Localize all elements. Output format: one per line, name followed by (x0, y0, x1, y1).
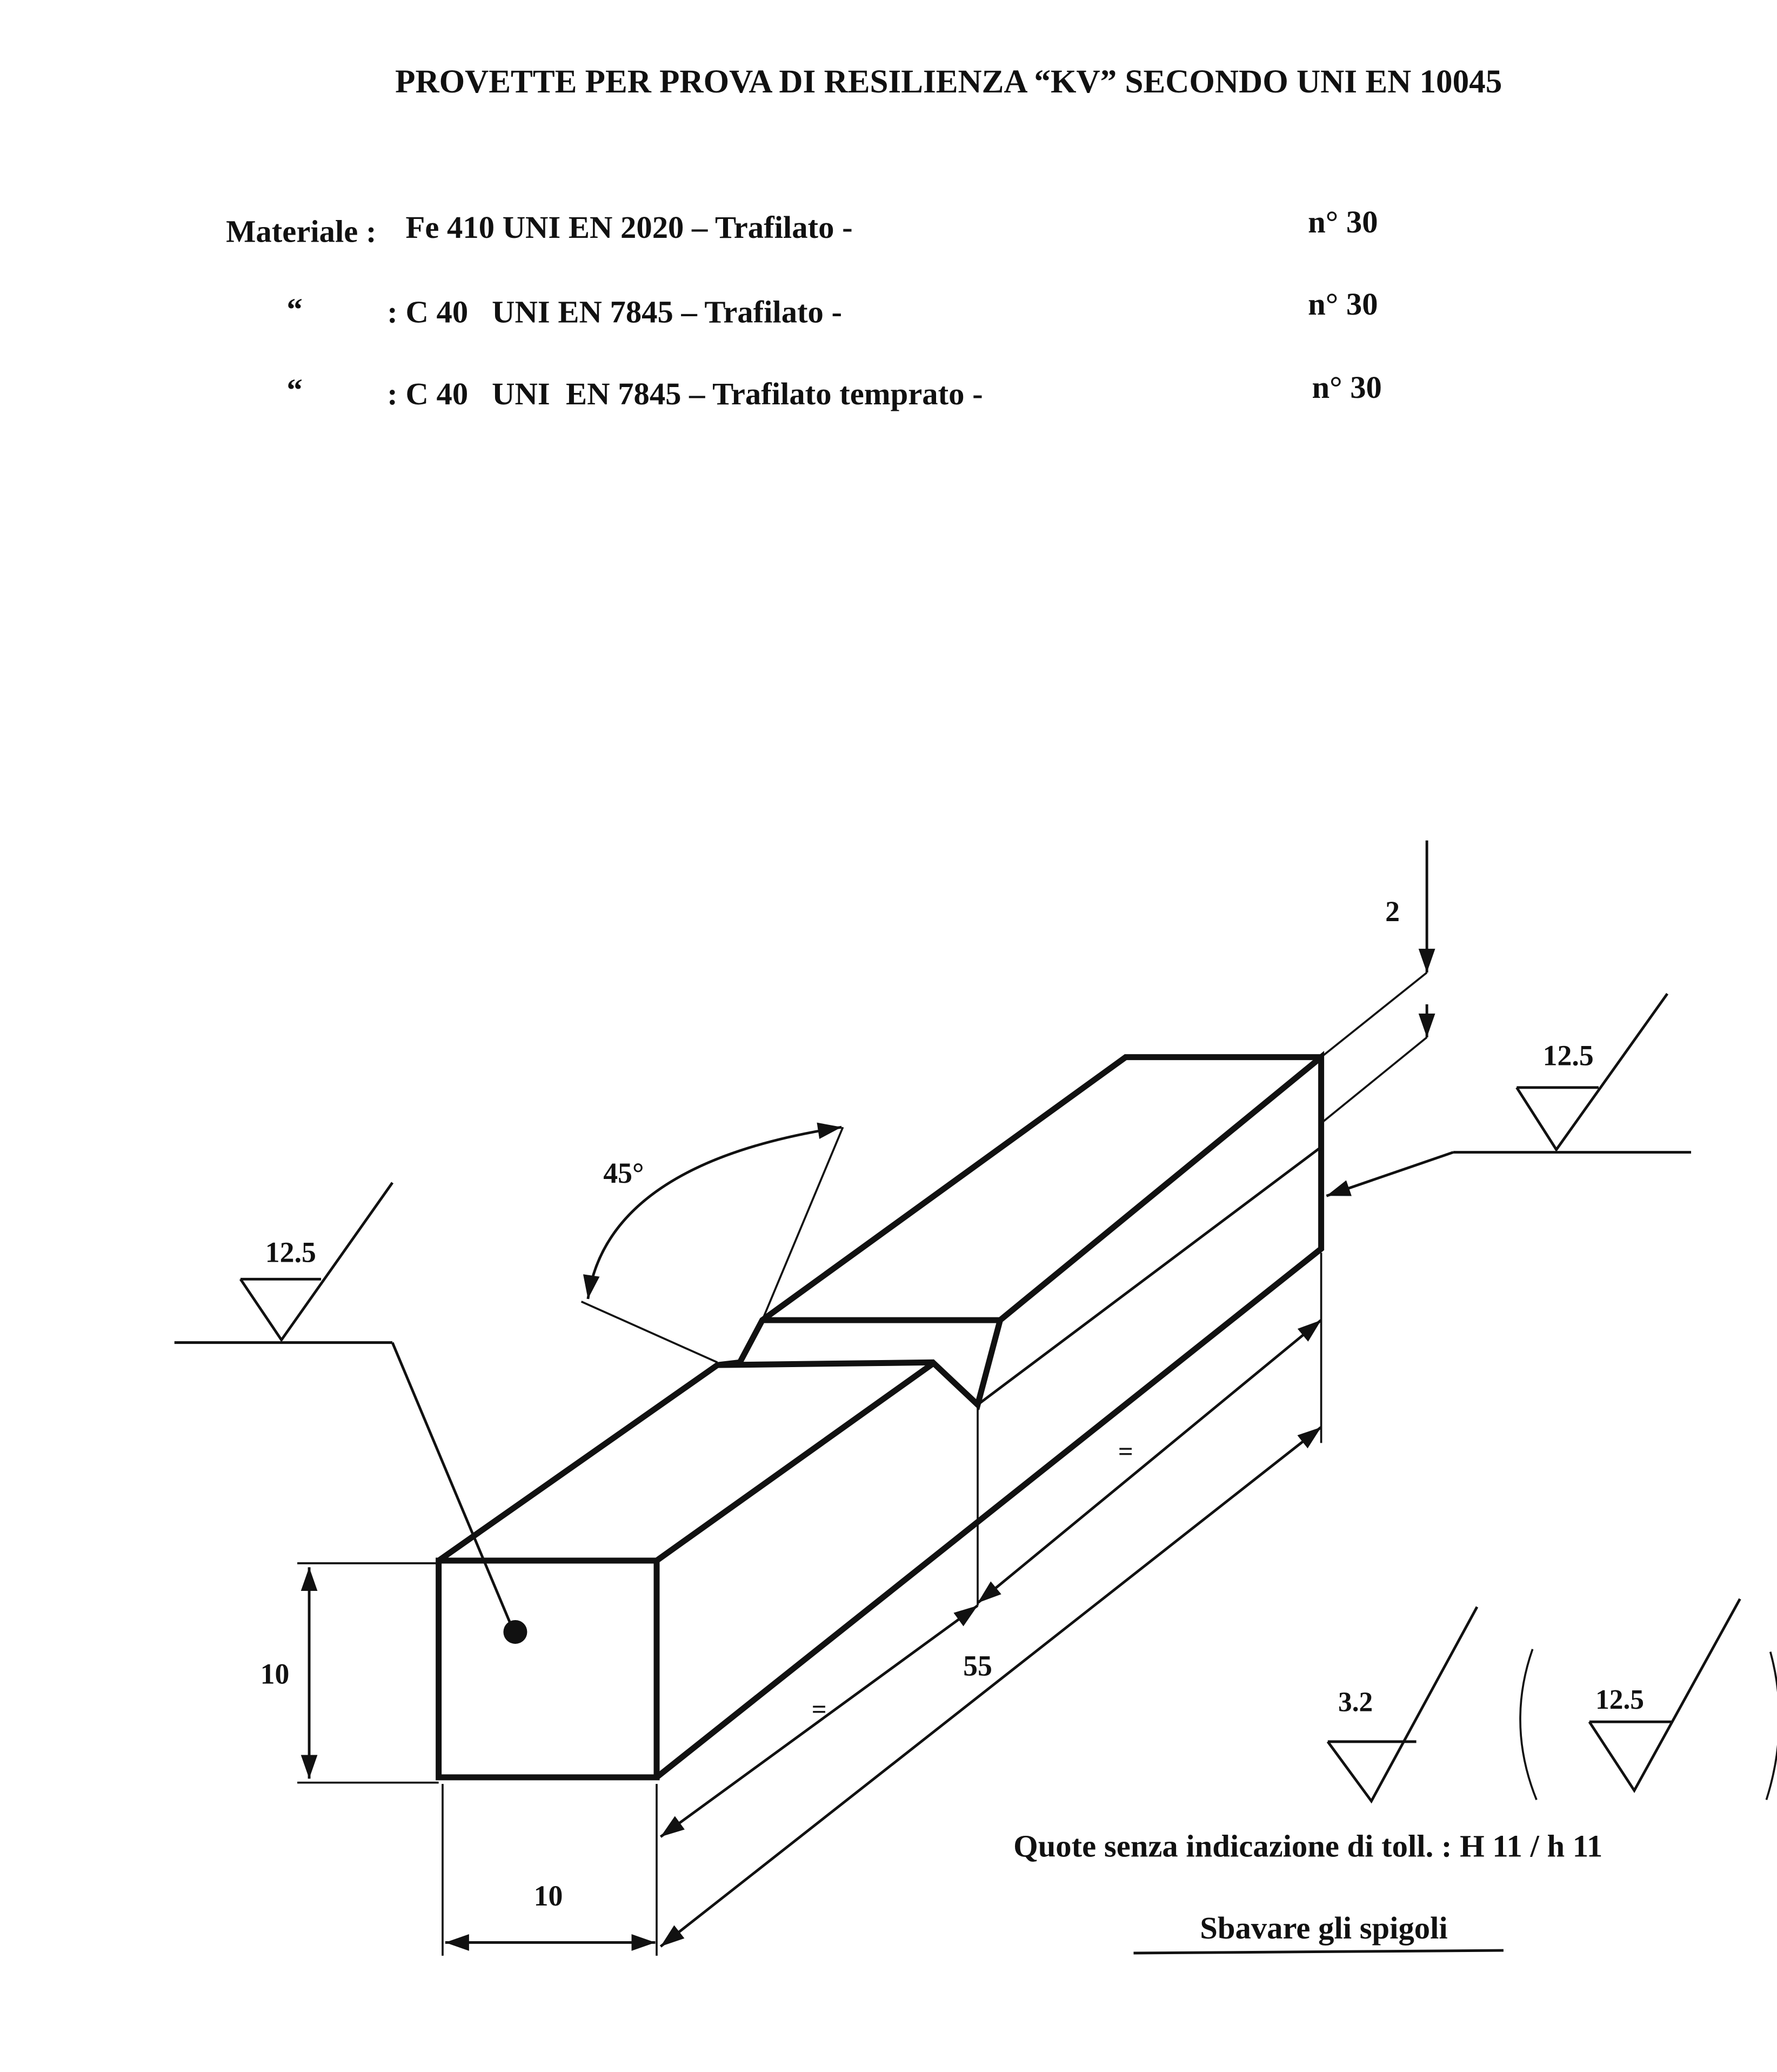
roughness-general: 3.2 12.5 (1326, 1598, 1777, 1804)
roughness-symbol-left: 12.5 (174, 1182, 511, 1623)
tolerance-note: Quote senza indicazione di toll. : H 11 … (1013, 1829, 1602, 1864)
height-dimension: 10 (260, 1657, 290, 1690)
roughness-general-other-value: 12.5 (1595, 1684, 1644, 1715)
dimensions: 10 10 55 = = 2 45° (260, 840, 1435, 1956)
notch-angle: 45° (603, 1157, 644, 1189)
roughness-general-value: 3.2 (1338, 1687, 1373, 1718)
half-right-mark: = (1118, 1436, 1133, 1466)
roughness-symbol-right: 12.5 (1326, 992, 1692, 1197)
material-spec: Fe 410 UNI EN 2020 – Trafilato - (406, 210, 853, 245)
length-dimension: 55 (963, 1650, 992, 1682)
material-spec: : C 40 UNI EN 7845 – Trafilato temprato … (387, 376, 983, 411)
material-qty: n° 30 (1312, 370, 1381, 405)
roughness-right-value: 12.5 (1543, 1039, 1594, 1071)
extension-line (1320, 1036, 1428, 1124)
angle-extension-line (580, 1301, 718, 1363)
width-dimension: 10 (534, 1880, 563, 1912)
specimen-isometric (436, 1050, 1325, 1781)
deburr-note: Sbavare gli spigoli (1200, 1910, 1447, 1946)
half-dimension-line (977, 1319, 1322, 1604)
cross-section-face (436, 1557, 660, 1781)
angle-arc (583, 1122, 842, 1300)
half-left-mark: = (812, 1694, 827, 1724)
half-dimension-line (659, 1604, 979, 1838)
page-title: PROVETTE PER PROVA DI RESILIENZA “KV” SE… (395, 64, 1502, 100)
material-spec: : C 40 UNI EN 7845 – Trafilato - (387, 294, 842, 329)
deburr-underline (1133, 1949, 1504, 1955)
notch-depth-dimension: 2 (1385, 895, 1400, 928)
roughness-left-value: 12.5 (265, 1236, 316, 1269)
material-qty: n° 30 (1308, 287, 1378, 322)
notch-bottom-edge (977, 1145, 1322, 1406)
materials-list: Materiale : Fe 410 UNI EN 2020 – Trafila… (226, 204, 1382, 411)
specimen-edge (654, 1361, 935, 1563)
length-dimension-line (659, 1426, 1322, 1948)
material-prefix: “ (287, 292, 303, 327)
material-prefix: Materiale : (226, 214, 376, 249)
leader-dot (503, 1620, 527, 1644)
extension-line (1320, 971, 1428, 1058)
material-qty: n° 30 (1308, 204, 1378, 239)
material-prefix: “ (287, 372, 303, 408)
specimen-outline (437, 1050, 1325, 1780)
